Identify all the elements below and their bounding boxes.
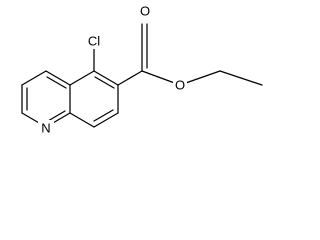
benzene-ring: [69, 70, 119, 128]
bond-n1-c8a-double: [47, 110, 66, 122]
atom-label-o-carbonyl-group: O: [138, 4, 152, 19]
bond-c5-c6-double: [94, 76, 115, 89]
bond-c4a-c5: [69, 70, 95, 86]
bond-c4-c4a-double: [46, 76, 67, 89]
bond-c4-c4a: [45, 70, 71, 86]
chemical-structure-drawing: Cl N O O: [21, 4, 263, 136]
bond-c5-c6: [93, 70, 119, 86]
pyridine-ring: [21, 70, 71, 128]
atom-label-o-ester: O: [175, 78, 185, 93]
bond-c8-c8a: [69, 112, 95, 128]
atom-label-n-group: N: [38, 120, 54, 136]
atom-label-o-ester-group: O: [173, 78, 187, 93]
bond-c7-c8: [93, 112, 119, 128]
bond-c3-c4: [21, 70, 47, 86]
ethyl-ester-group: [117, 23, 263, 86]
bond-c7-c8-double: [93, 109, 114, 122]
bond-c6-carbonyl-c: [117, 70, 143, 86]
bond-ch2-ch3: [219, 70, 263, 86]
atom-label-o-carbonyl: O: [140, 4, 150, 19]
atom-label-n: N: [41, 121, 50, 136]
atom-label-cl-group: Cl: [84, 34, 104, 49]
atom-label-cl: Cl: [88, 34, 100, 49]
